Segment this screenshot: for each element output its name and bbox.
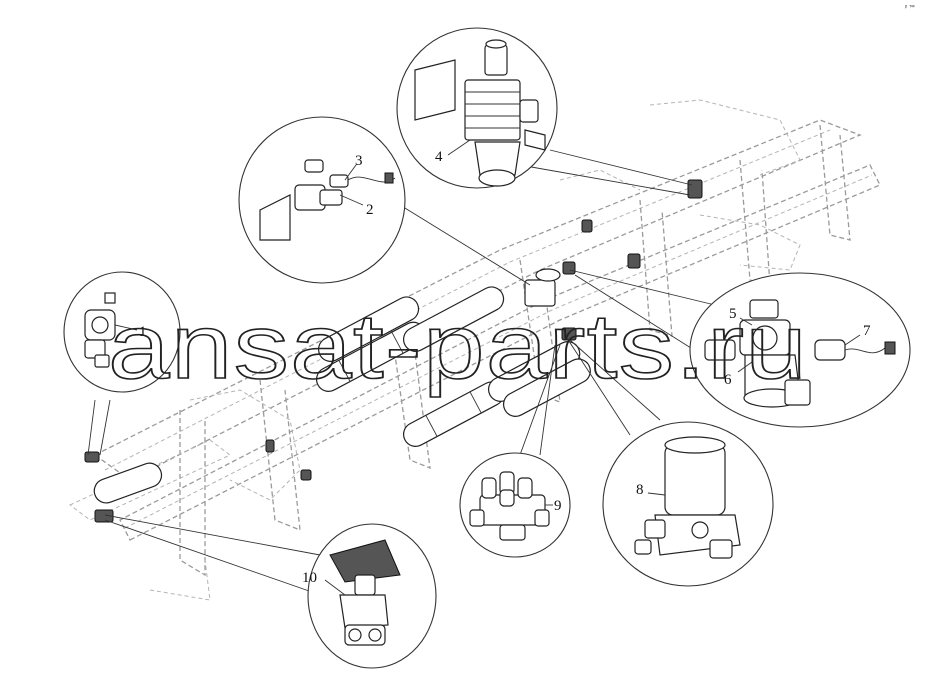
corner-mark: ᵖ ™ — [905, 4, 915, 11]
callout-10: 10 — [302, 570, 317, 586]
detail-circle-10 — [307, 523, 437, 669]
chassis-valves — [84, 179, 703, 523]
leader-lines — [87, 149, 716, 601]
callout-7: 7 — [863, 323, 871, 339]
watermark: ansat-parts.ru — [108, 296, 808, 398]
callout-5: 5 — [729, 306, 737, 322]
detail-circle-8 — [602, 421, 774, 587]
callout-2: 2 — [366, 202, 374, 218]
air-tanks — [93, 286, 591, 504]
detail-circle-2-3 — [238, 116, 406, 284]
detail-circle-5-6-7 — [689, 272, 911, 428]
callout-3: 3 — [355, 153, 363, 169]
callout-6: 6 — [724, 372, 732, 388]
detail-circle-4 — [396, 27, 558, 189]
callout-8: 8 — [636, 482, 644, 498]
callout-4: 4 — [435, 149, 443, 165]
detail-circle-1 — [63, 271, 181, 393]
callout-9: 9 — [554, 498, 562, 514]
callout-1: 1 — [139, 324, 147, 340]
callout-labels: 1 2 3 4 5 6 7 8 9 10 — [139, 149, 871, 586]
detail-circle-9 — [459, 452, 571, 558]
